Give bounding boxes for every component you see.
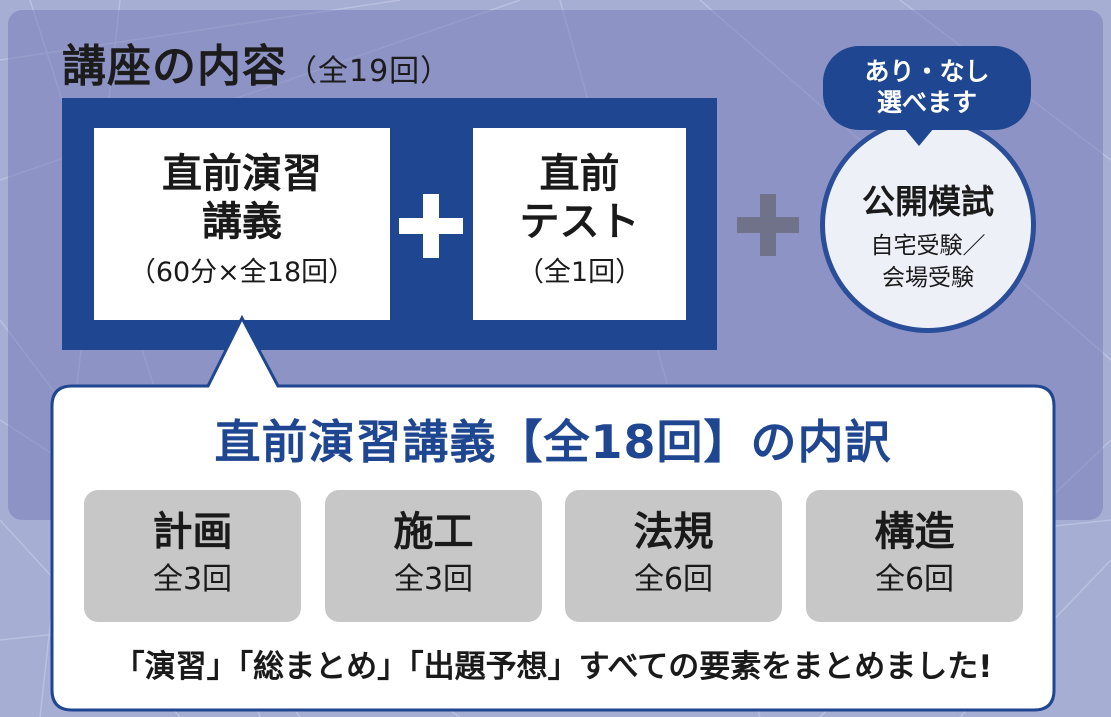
option-bubble-line1: あり・なし bbox=[864, 57, 990, 86]
test-card-title: 直前 テスト bbox=[473, 150, 686, 246]
breakdown-footer: 「演習」「総まとめ」「出題予想」すべての要素をまとめました! bbox=[113, 649, 993, 685]
option-bubble: あり・なし 選べます bbox=[823, 46, 1031, 130]
lecture-card-note: （60分×全18回） bbox=[128, 257, 356, 288]
lecture-card-title: 直前演習 講義 bbox=[94, 150, 390, 246]
plus-icon bbox=[399, 194, 463, 258]
test-title-line1: 直前 bbox=[539, 151, 620, 197]
test-card: 直前 テスト （全1回） bbox=[473, 128, 686, 320]
lecture-card: 直前演習 講義 （60分×全18回） bbox=[94, 128, 390, 320]
subject-name: 法規 bbox=[633, 509, 714, 555]
mock-exam-note-line1: 自宅受験／ bbox=[870, 233, 986, 259]
test-title-line2: テスト bbox=[519, 199, 640, 245]
subject-box: 施工 全3回 bbox=[325, 490, 542, 622]
mock-exam-note: 自宅受験／ 会場受験 bbox=[825, 230, 1031, 294]
page-title-main: 講座の内容 bbox=[62, 41, 287, 92]
subject-name: 計画 bbox=[152, 509, 233, 555]
subject-name: 施工 bbox=[393, 509, 474, 555]
subject-box: 法規 全6回 bbox=[565, 490, 782, 622]
subject-count: 全6回 bbox=[874, 562, 955, 597]
lecture-title-line1: 直前演習 bbox=[162, 151, 322, 197]
breakdown-title: 直前演習講義【全18回】の内訳 bbox=[214, 415, 892, 469]
page-title-sub: （全19回） bbox=[287, 54, 452, 89]
subject-box: 計画 全3回 bbox=[84, 490, 301, 622]
mock-exam-circle: 公開模試 自宅受験／ 会場受験 bbox=[820, 117, 1036, 333]
page-title: 講座の内容（全19回） bbox=[62, 30, 451, 94]
mock-exam-note-line2: 会場受験 bbox=[882, 265, 974, 291]
test-card-note: （全1回） bbox=[516, 257, 643, 288]
subject-count: 全6回 bbox=[633, 562, 714, 597]
subject-count: 全3回 bbox=[393, 562, 474, 597]
subject-name: 構造 bbox=[874, 509, 955, 555]
option-bubble-line2: 選べます bbox=[876, 88, 977, 117]
mock-exam-title: 公開模試 bbox=[862, 182, 994, 221]
subject-box: 構造 全6回 bbox=[806, 490, 1023, 622]
bubble-tail bbox=[904, 128, 934, 146]
lecture-title-line2: 講義 bbox=[202, 199, 282, 245]
subject-count: 全3回 bbox=[152, 562, 233, 597]
plus-icon bbox=[737, 194, 799, 256]
